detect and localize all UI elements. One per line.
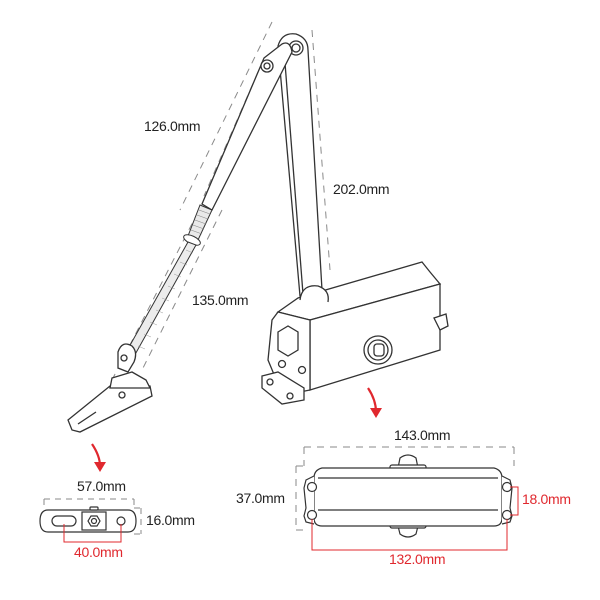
closer-body-3d [261,261,449,405]
body-top-view [303,454,513,538]
bracket-hole-spacing-label: 40.0mm [74,544,123,560]
upper-arm-dimension-label: 126.0mm [144,118,201,134]
red-arrow-down-icon [94,462,106,472]
bracket-top-view [39,506,137,533]
body-top-view-guides [295,446,515,531]
door-bracket [67,343,153,433]
body-hole-spacing-lines [311,486,519,551]
threaded-rod [123,241,197,361]
bracket-height-label: 16.0mm [146,512,195,528]
bracket-hole-spacing-line [63,524,122,543]
adjuster-sleeve [183,204,213,246]
body-hole-vertical-label: 18.0mm [522,491,571,507]
main-arm-dimension-label: 202.0mm [333,181,390,197]
rod-dimension-label: 135.0mm [192,292,249,308]
red-arrow-down-icon [370,408,382,418]
body-width-label: 143.0mm [394,427,451,443]
body-hole-horizontal-label: 132.0mm [389,551,446,567]
main-arm [277,33,323,297]
upper-forearm [201,42,293,211]
bracket-top-view-guides [43,498,142,535]
body-height-label: 37.0mm [236,490,285,506]
bracket-width-label: 57.0mm [77,478,126,494]
